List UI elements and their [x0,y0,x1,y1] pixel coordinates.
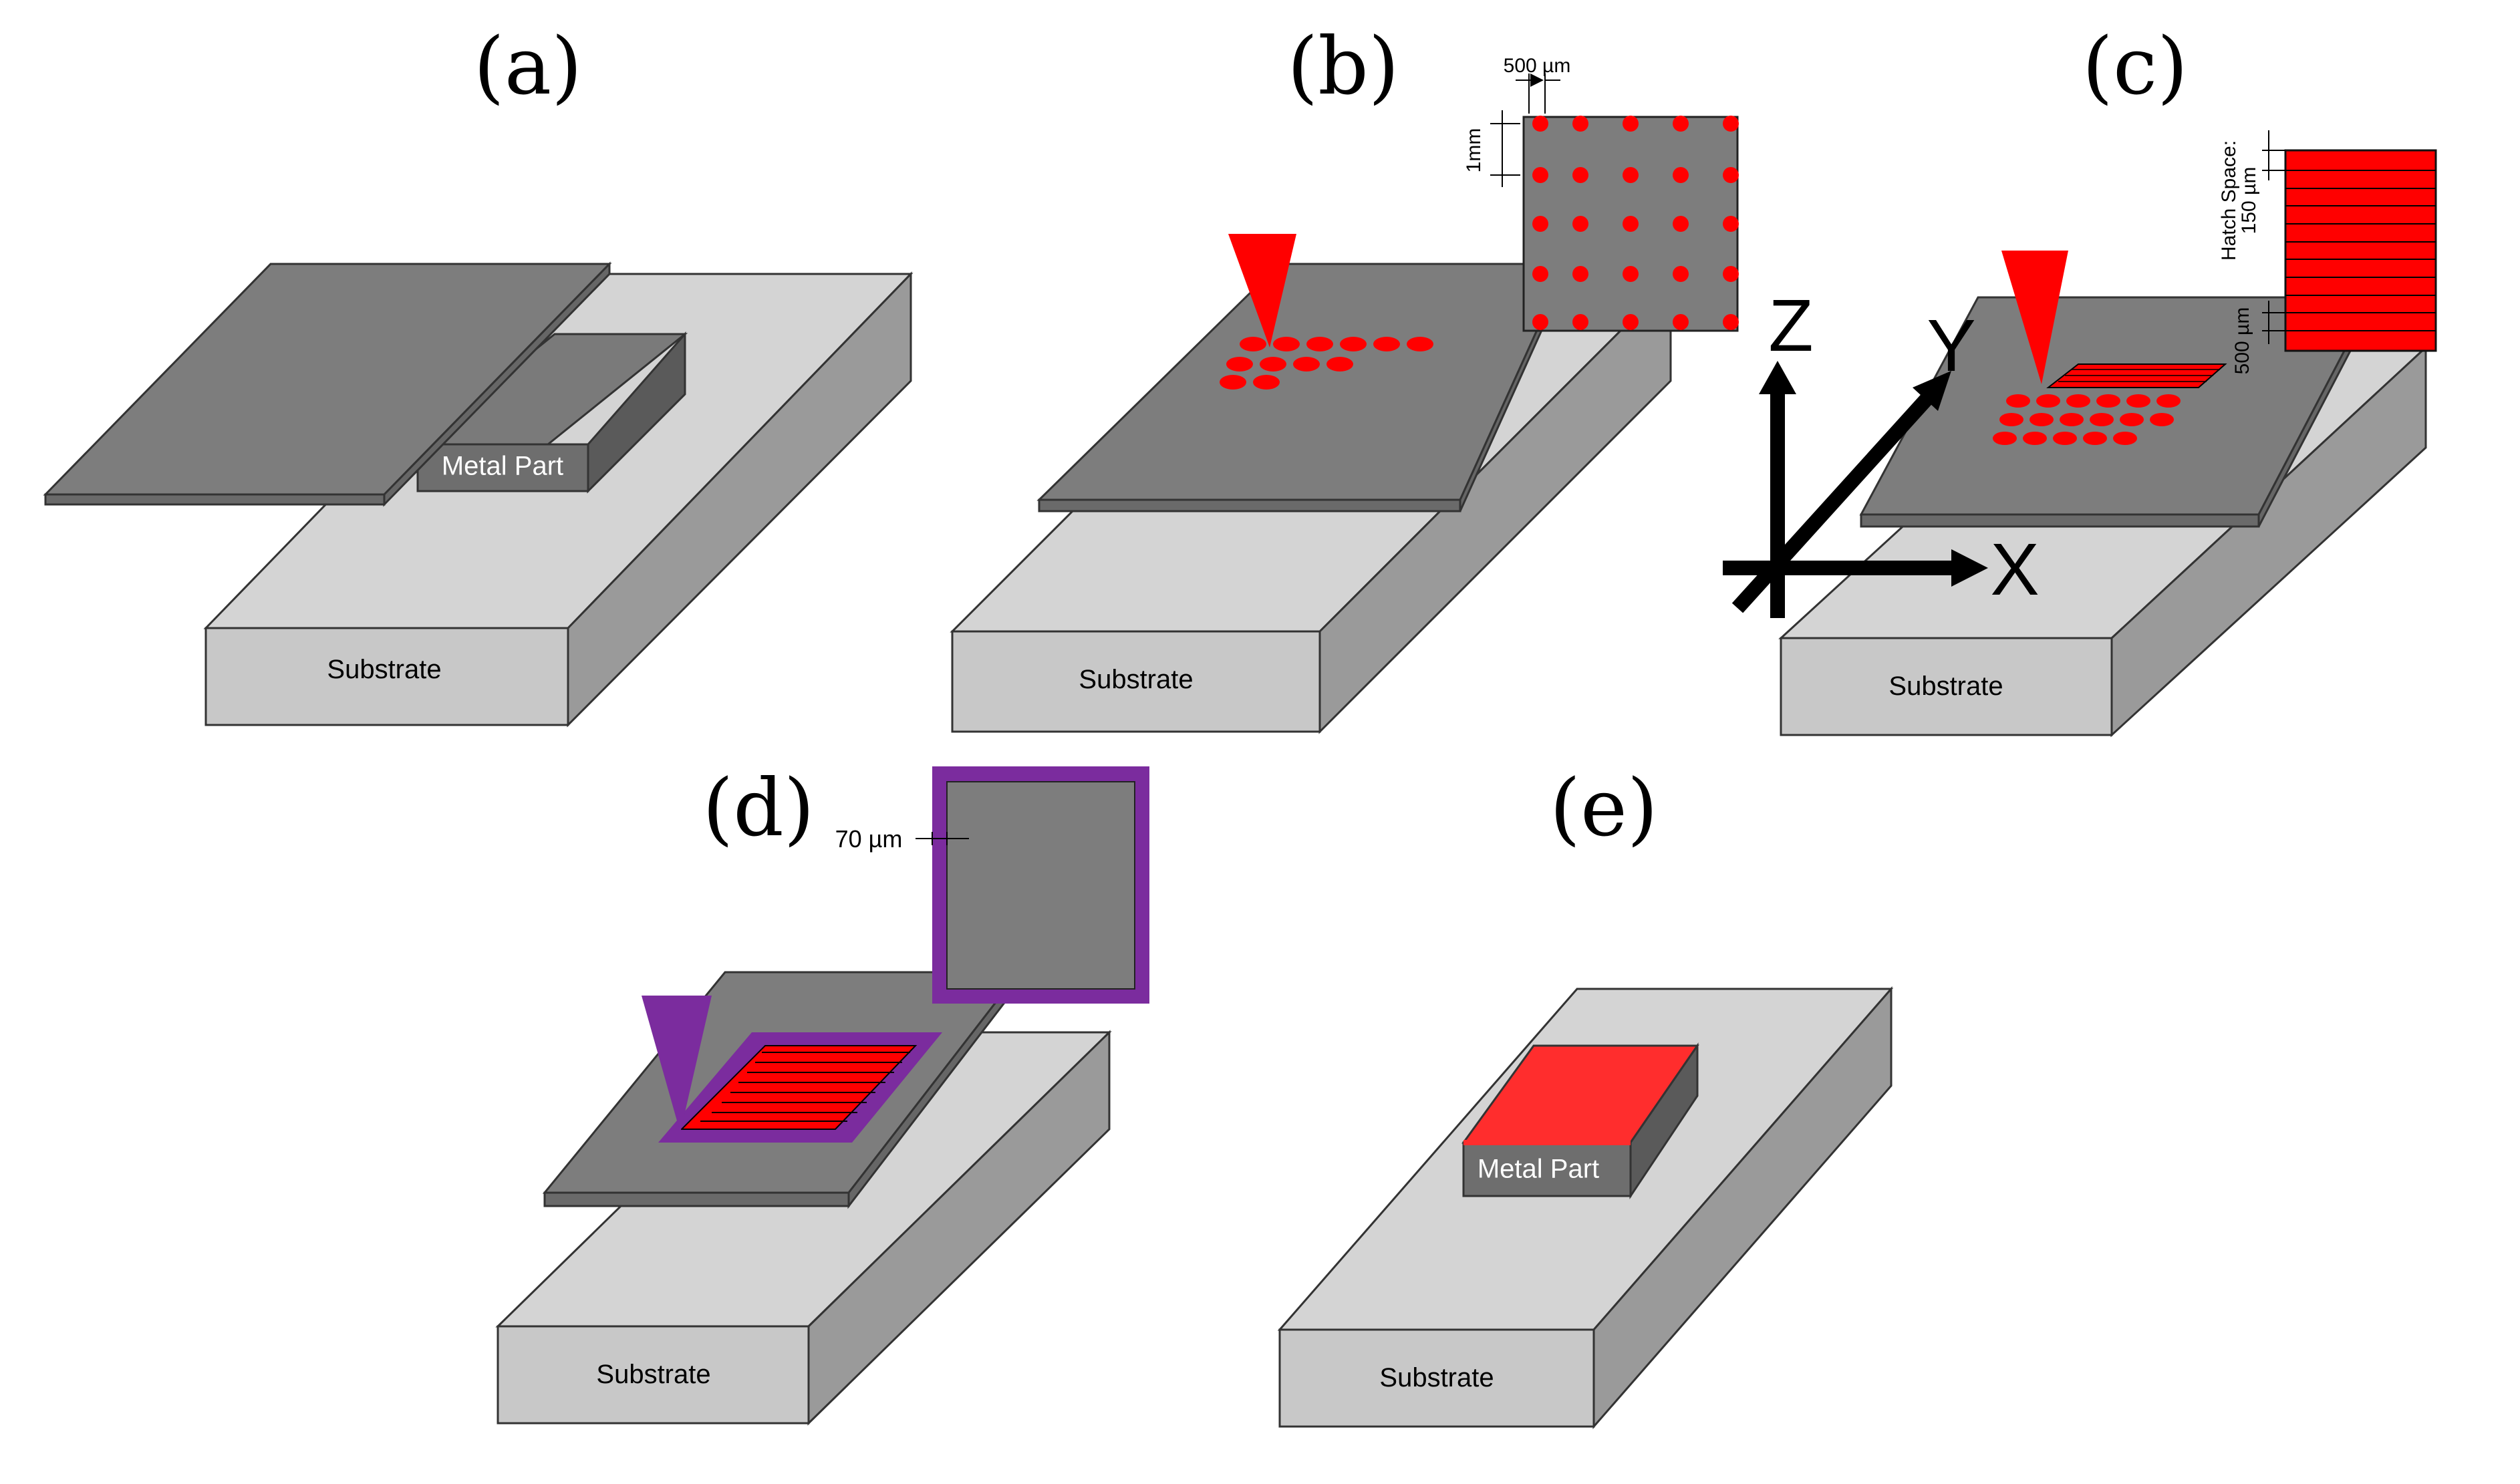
substrate-label-a: Substrate [327,655,441,684]
metal-part-a: Metal Part [414,331,688,494]
panel-c: (c) Substrate [1723,20,2437,738]
part-label-e: Metal Part [1478,1155,1599,1184]
panel-d: (d) Substrate [495,762,1149,1426]
laser-beam-red-b [1228,234,1296,347]
contour-inset: 70 µm [835,766,1149,1004]
dim-500um-b: 500 µm [1504,55,1571,77]
hatch-inset: Hatch Space: 150 µm 500 µm [2218,130,2437,375]
hatch-region-c [2046,363,2227,388]
substrate-label-c: Substrate [1888,672,2003,701]
panel-b-label: (b) [1287,20,1399,112]
dot-grid-inset: 500 µm 1mm [1463,55,1739,332]
foil-c [1859,296,2374,528]
substrate-label-b: Substrate [1079,665,1193,694]
substrate-label-d: Substrate [596,1360,710,1389]
dim-70um-d: 70 µm [835,825,903,853]
hatch-space-label: Hatch Space: [2218,140,2240,261]
line-500um-label: 500 µm [2231,307,2253,375]
panel-e: (e) Substrate Metal Part [1277,762,1894,1430]
panel-a-label: (a) [474,20,582,112]
laser-beam-purple-d [642,996,712,1133]
hatch-space-value: 150 µm [2238,167,2260,235]
panel-e-label: (e) [1550,762,1658,854]
part-label-a: Metal Part [442,452,563,481]
panel-c-label: (c) [2082,20,2188,112]
foil-a [43,261,612,507]
substrate-label-e: Substrate [1379,1363,1494,1392]
panel-a: (a) Substrate Metal Part [43,20,914,728]
panel-b: (b) Substrate [950,20,1739,734]
laser-beam-red-c [2001,251,2068,384]
x-axis-label: X [1990,529,2039,611]
laser-spots-b [1220,337,1433,390]
panel-d-label: (d) [702,762,815,854]
metal-part-e: Metal Part [1461,1042,1699,1199]
dim-1mm-b: 1mm [1463,128,1485,173]
coordinate-axes: Z Y X [1723,285,2040,618]
contour-region-d [658,1032,942,1143]
y-axis-label: Y [1927,305,1975,387]
z-axis-label: Z [1768,285,1813,367]
laser-spots-c [1993,394,2181,445]
